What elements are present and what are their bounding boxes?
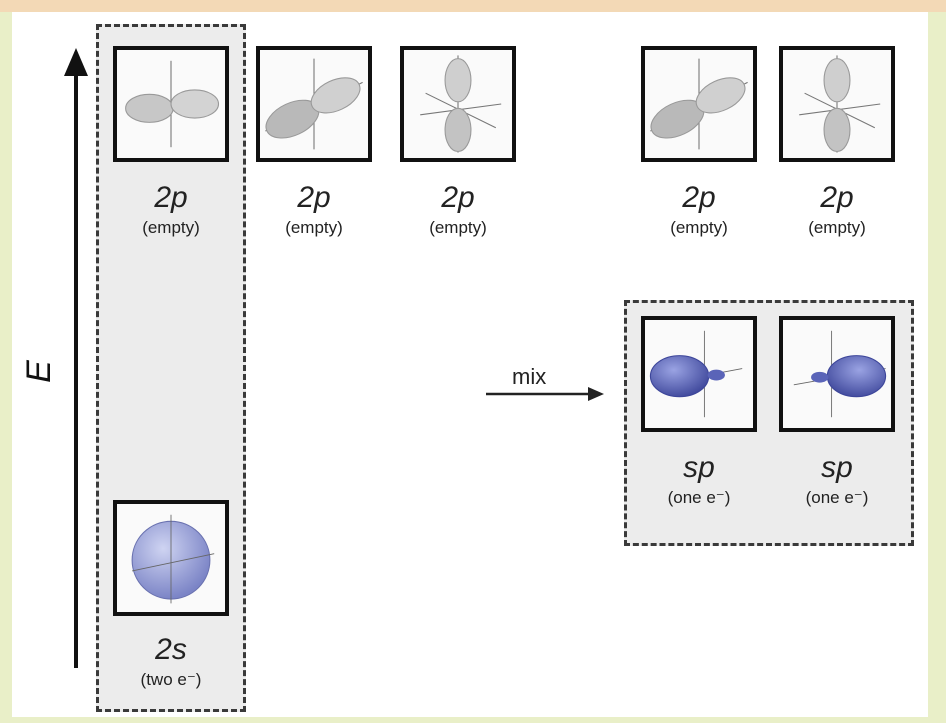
orbital-name: 2p <box>682 181 716 214</box>
mix-label: mix <box>512 364 547 389</box>
orbital-name: sp <box>821 451 853 484</box>
orbital-occupancy: (empty) <box>429 218 487 237</box>
orbital-name: 2p <box>820 181 854 214</box>
orbital-occupancy: (empty) <box>142 218 200 237</box>
orbital-sp-1-label: sp (one e⁻) <box>629 452 769 508</box>
mix-arrow <box>486 387 604 401</box>
orbital-name: sp <box>683 451 715 484</box>
orbital-2p-z <box>400 46 516 162</box>
orbital-2p-z-label: 2p (empty) <box>388 182 528 238</box>
orbital-occupancy: (empty) <box>808 218 866 237</box>
orbital-sp-2 <box>779 316 895 432</box>
orbital-occupancy: (empty) <box>670 218 728 237</box>
orbital-2s-label: 2s (two e⁻) <box>101 634 241 690</box>
energy-axis-label: E <box>19 360 58 383</box>
orbital-name: 2p <box>154 181 188 214</box>
orbital-2p-right-2 <box>779 46 895 162</box>
orbital-occupancy: (empty) <box>285 218 343 237</box>
energy-axis-arrow <box>64 48 88 668</box>
orbital-occupancy: (two e⁻) <box>140 670 202 689</box>
orbital-2s <box>113 500 229 616</box>
orbital-name: 2p <box>441 181 475 214</box>
orbital-occupancy: (one e⁻) <box>805 488 869 507</box>
orbital-name: 2p <box>297 181 331 214</box>
orbital-2p-right-2-label: 2p (empty) <box>767 182 907 238</box>
orbital-2p-right-1 <box>641 46 757 162</box>
top-frame <box>0 0 946 12</box>
right-frame <box>928 12 946 723</box>
orbital-2p-x <box>113 46 229 162</box>
orbital-name: 2s <box>155 633 187 666</box>
orbital-2p-y <box>256 46 372 162</box>
orbital-2p-right-1-label: 2p (empty) <box>629 182 769 238</box>
orbital-sp-2-label: sp (one e⁻) <box>767 452 907 508</box>
orbital-2p-y-label: 2p (empty) <box>244 182 384 238</box>
orbital-2p-x-label: 2p (empty) <box>101 182 241 238</box>
orbital-occupancy: (one e⁻) <box>667 488 731 507</box>
orbital-sp-1 <box>641 316 757 432</box>
